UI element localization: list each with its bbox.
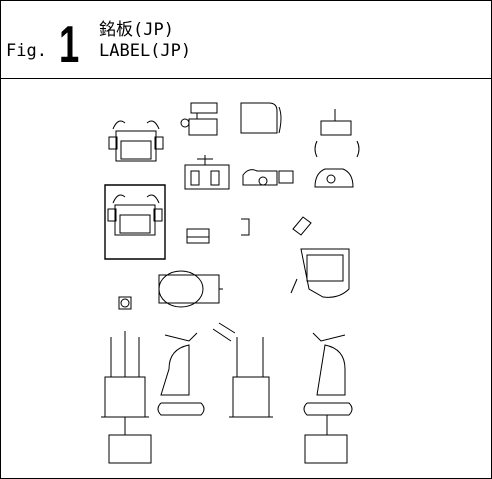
figure-title-japanese: 銘板(JP) [99,20,174,40]
excavator-front-view-left [101,331,151,463]
seat-console-assembly [109,121,163,161]
plate-part [187,229,209,243]
excavator-rear-view [229,337,273,417]
figure-number: 1 [59,16,80,74]
figure-header: Fig. 1 銘板(JP) LABEL(JP) [1,1,491,79]
small-gear-part [119,297,131,309]
engine-part [185,155,229,189]
excavator-side-view-left [158,333,204,415]
highlighted-label-location [105,185,165,259]
pin-parts [213,323,235,341]
cab-part [291,217,349,297]
hydraulic-tank-part [181,103,217,135]
figure-title-english: LABEL(JP) [99,41,192,61]
fuel-tank-part [241,103,281,133]
excavator-side-view-right [304,333,352,463]
radiator-part [243,170,293,185]
parts-diagram [1,79,491,479]
counterweight-part [315,169,353,187]
bracket-part [241,219,249,235]
figure-prefix: Fig. [6,41,47,61]
battery-box-part [315,109,359,157]
swing-frame-part [159,271,223,307]
